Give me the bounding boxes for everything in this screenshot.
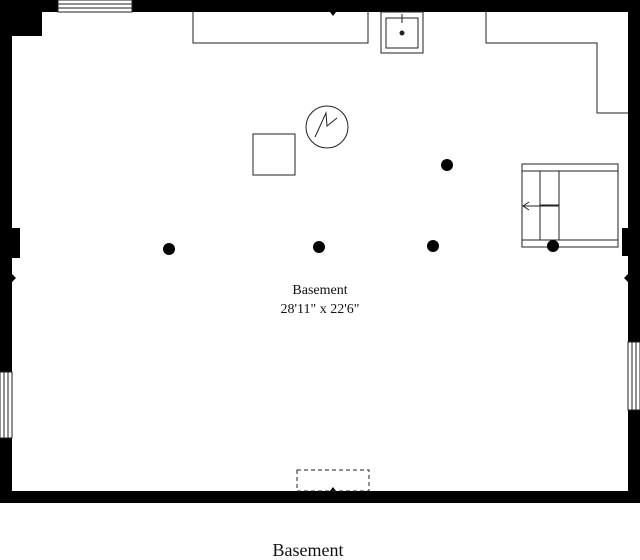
marker-bottom — [330, 487, 336, 491]
window-right — [627, 341, 640, 411]
left-wall-notch — [12, 228, 20, 258]
water-heater-icon — [305, 105, 349, 149]
room-name: Basement — [292, 283, 347, 298]
support-column-icon — [547, 240, 559, 252]
window-top — [57, 0, 133, 13]
floor-title: Basement — [273, 540, 344, 560]
counters — [192, 12, 628, 114]
support-column-icon — [313, 241, 325, 253]
support-column-icon — [427, 240, 439, 252]
window-left — [0, 371, 13, 439]
counter-top-left — [192, 12, 369, 44]
wall-right — [628, 0, 640, 503]
sink-icon — [380, 11, 424, 54]
wall-bottom — [0, 491, 640, 503]
support-column-icon — [163, 243, 175, 255]
sofa-icon — [521, 163, 619, 248]
wall-details — [0, 0, 640, 492]
marker-left — [12, 274, 16, 282]
support-column-icon — [441, 159, 453, 171]
marker-top — [330, 12, 336, 16]
right-wall-notch — [622, 228, 628, 256]
stair-opening — [296, 469, 370, 492]
room-dimensions: 28'11" x 22'6" — [281, 302, 360, 317]
support-columns — [163, 159, 559, 255]
corner-block — [0, 0, 42, 36]
wall-top — [0, 0, 640, 12]
furnace-box — [252, 133, 296, 176]
marker-right — [624, 274, 628, 282]
counter-top-right — [485, 12, 628, 114]
